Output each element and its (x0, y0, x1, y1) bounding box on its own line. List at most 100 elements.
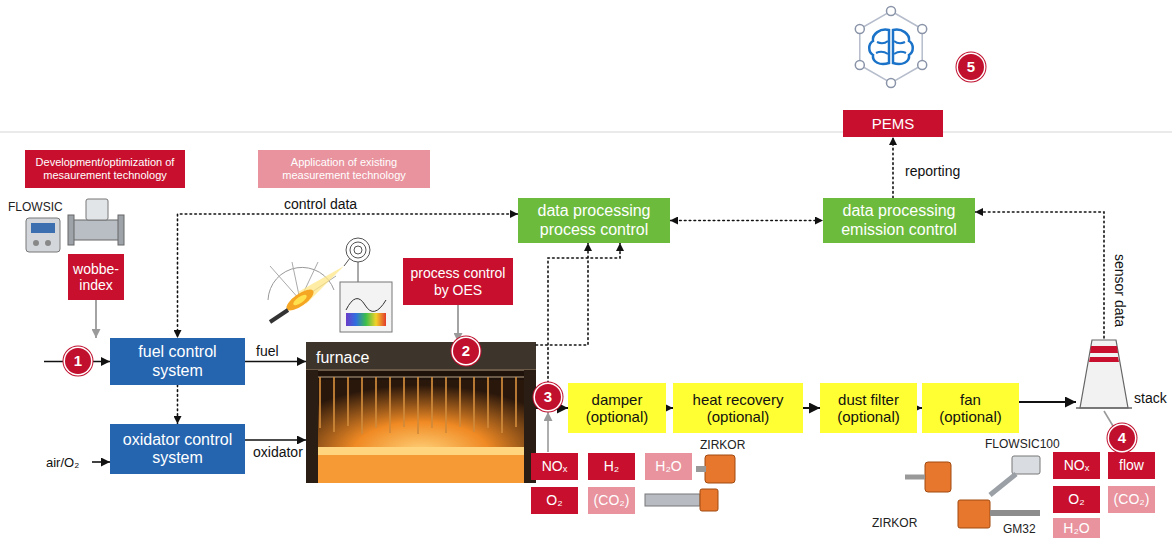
oes-sketch (283, 286, 316, 314)
node-text: (CO₂) (594, 492, 630, 508)
oes-sketch (292, 293, 309, 307)
callout-number: 2 (453, 338, 479, 364)
node-text: NOₓ (1064, 457, 1090, 473)
chimney (1076, 340, 1132, 408)
ai-brain-icon (855, 25, 864, 34)
node-text: dust filter (optional) (825, 391, 912, 426)
legend-text: Application of existing measurement tech… (263, 156, 425, 182)
sensor-devices (925, 462, 951, 492)
furnace-photo (320, 377, 516, 434)
furnace: furnace (306, 342, 536, 483)
node-text: furnace (316, 349, 369, 367)
sensor-box: H₂ (588, 453, 635, 480)
chimney (1089, 357, 1119, 362)
connector (95, 300, 97, 338)
sensor-devices (700, 489, 718, 511)
device-label: ZIRKOR (872, 516, 917, 530)
node-text: fuel control system (115, 343, 240, 380)
connector (536, 243, 588, 345)
oes-sketch (350, 242, 366, 258)
oes-sketch (270, 310, 288, 322)
furnace-photo (306, 342, 536, 483)
control-box: fuel control system (110, 338, 245, 385)
oes-sketch (268, 238, 392, 332)
furnace-photo (306, 455, 536, 483)
wires (548, 243, 620, 383)
oes-sketch (346, 313, 386, 326)
chimney (1076, 407, 1132, 409)
measurement-box: process control by OES (403, 258, 513, 305)
ai-brain-icon (855, 7, 926, 88)
sensor-devices (705, 455, 735, 483)
connector (245, 439, 306, 441)
ai-brain-icon (869, 30, 889, 64)
sensor-devices (696, 466, 706, 472)
node-text: H₂O (655, 458, 681, 474)
furnace-photo (306, 342, 536, 370)
legend-text: Development/optimization of mesaurement … (30, 156, 180, 182)
callout-number: 1 (65, 348, 91, 374)
ai-brain-icon (893, 30, 913, 64)
sensor-box: (CO₂) (1108, 486, 1155, 513)
legend-swatch: Application of existing measurement tech… (258, 150, 430, 188)
connector (177, 385, 179, 424)
flowsic-device (86, 199, 108, 220)
ai-brain-icon (876, 41, 906, 54)
flowsic-device (72, 220, 120, 240)
node-text: O₂ (546, 492, 562, 508)
furnace-photo (306, 342, 536, 483)
connector-label: control data (282, 196, 359, 212)
pems-box: PEMS (843, 110, 943, 137)
connector (245, 361, 306, 363)
sensor-devices (958, 500, 990, 528)
furnace-photo (306, 370, 318, 483)
wires (1104, 411, 1113, 426)
node-text: H₂O (1063, 520, 1089, 536)
node-text: flow (1119, 457, 1144, 473)
ai-brain-icon (918, 25, 927, 34)
sensor-devices (990, 510, 1040, 516)
node-text: data processing emission control (828, 202, 970, 239)
processing-box: data processing emission control (823, 198, 975, 243)
node-text: heat recovery (optional) (678, 391, 798, 426)
connector (457, 305, 459, 342)
process-box: fan (optional) (922, 383, 1019, 433)
connector (666, 407, 673, 409)
sensor-devices (905, 475, 925, 480)
separator-line (0, 131, 1172, 133)
ai-brain-icon (887, 79, 896, 88)
connector-label: oxidator (251, 444, 305, 460)
stack: stack (1076, 338, 1168, 408)
chimney (1080, 340, 1128, 408)
connector (892, 137, 894, 198)
sensor-box: (CO₂) (588, 487, 635, 514)
oes-sketch (354, 246, 362, 254)
legend-swatch: Development/optimization of mesaurement … (25, 150, 185, 188)
flowsic-device (45, 240, 51, 246)
connector-label: reporting (903, 163, 962, 179)
wires (92, 461, 110, 463)
connector (670, 220, 823, 222)
flow-label: air/O₂ (46, 455, 79, 470)
node-text: oxidator control system (115, 431, 240, 468)
device-label: FLOWSIC100 (985, 437, 1060, 451)
furnace-photo (306, 370, 536, 377)
node-text: (CO₂) (1114, 491, 1150, 507)
node-text: NOₓ (542, 458, 568, 474)
measurement-box: wobbe-index (68, 254, 124, 300)
device-label: ZIRKOR (700, 438, 745, 452)
node-text: O₂ (1068, 491, 1084, 507)
device-label: GM32 (1003, 522, 1036, 536)
wires (547, 412, 549, 452)
connector (803, 407, 820, 409)
connector (1019, 401, 1076, 403)
ai-brain-icon (887, 7, 896, 16)
sensor-box: O₂ (531, 487, 578, 514)
node-text: process control by OES (408, 265, 508, 297)
sensor-box: NOₓ (1053, 452, 1100, 479)
callout-number: 4 (1109, 425, 1135, 451)
flowsic-device (118, 215, 124, 245)
sensor-box: NOₓ (531, 453, 578, 480)
node-text: stack (1134, 390, 1167, 406)
sensor-box: flow (1108, 452, 1155, 479)
